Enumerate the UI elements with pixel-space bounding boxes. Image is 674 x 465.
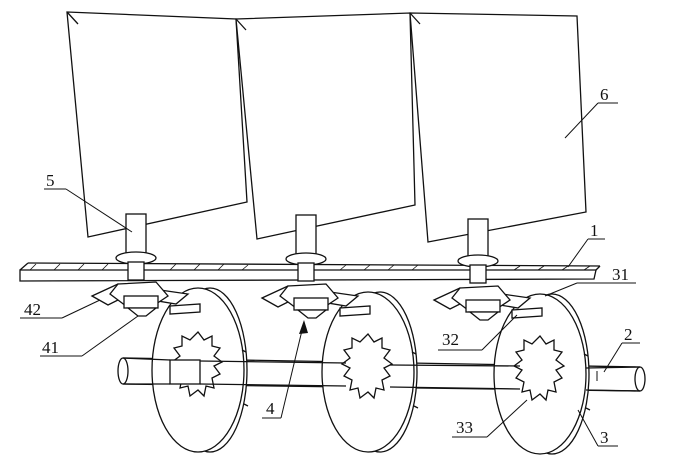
label-disc-spoke: 31: [612, 265, 629, 284]
label-feeder-bottom: 41: [42, 338, 59, 357]
callout-stem: 5: [44, 171, 133, 233]
hopper-right: [409, 12, 587, 243]
disc-left: [122, 287, 248, 453]
label-disc-teeth: 33: [456, 418, 473, 437]
hopper-left: [66, 11, 248, 238]
feeder-left: [90, 281, 201, 317]
label-shaft: 2: [624, 325, 633, 344]
callout-disc-teeth: 33: [452, 399, 528, 438]
disc-right-teeth: [512, 335, 566, 402]
label-hopper: 6: [600, 85, 609, 104]
feeder-right: [432, 285, 543, 321]
callout-shaft: 2: [603, 325, 640, 373]
callout-feeder-flange: 42: [20, 299, 101, 319]
disc-rim-pins: [241, 349, 591, 411]
callout-feeder: 4: [262, 320, 308, 419]
disc-middle-teeth: [340, 333, 394, 400]
callout-disc-pin: 32: [438, 314, 518, 351]
label-stem: 5: [46, 171, 55, 190]
label-feeder: 4: [266, 399, 275, 418]
disc-middle: [199, 291, 418, 453]
label-disc-pin: 32: [442, 330, 459, 349]
label-frame: 1: [590, 221, 599, 240]
label-feeder-flange: 42: [24, 300, 41, 319]
stem-left: [125, 213, 147, 257]
label-disc: 3: [600, 428, 609, 447]
stem-right: [467, 218, 489, 260]
feeder-middle: [260, 283, 371, 319]
callout-frame: 1: [567, 221, 605, 268]
callout-disc: 3: [577, 409, 618, 447]
stem-collars: [115, 251, 499, 284]
callout-hopper: 6: [564, 85, 618, 139]
disc-right: [389, 293, 641, 455]
frame-hatching: [29, 263, 591, 271]
callout-disc-spoke: 31: [544, 265, 636, 297]
callout-feeder-bottom: 41: [40, 315, 139, 357]
stem-middle: [295, 214, 317, 258]
hopper-middle: [235, 12, 416, 240]
